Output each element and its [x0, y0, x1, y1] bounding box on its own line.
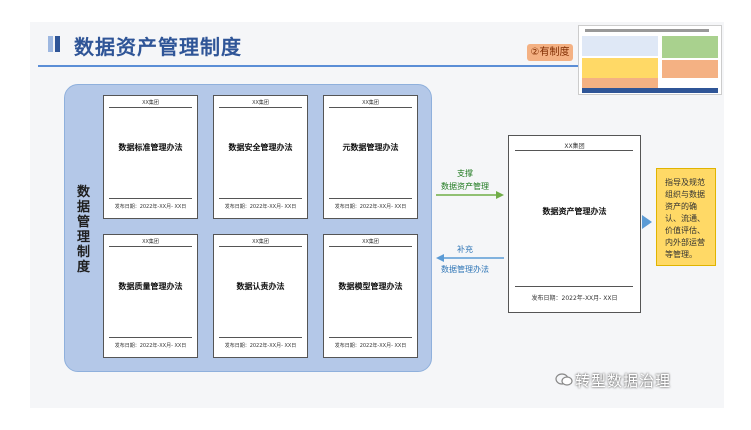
doc-org: XX集团: [362, 239, 379, 245]
wechat-icon: [555, 373, 573, 386]
doc-date: 发布日期：2022年-XX月- XX日: [531, 295, 618, 302]
supplement-label: 补充: [457, 245, 473, 254]
doc-org: XX集团: [362, 100, 379, 106]
page-title: 数据资产管理制度: [74, 35, 242, 59]
doc-org: XX集团: [142, 100, 159, 106]
title-divider: [38, 65, 644, 67]
doc-card: XX集团 数据模型管理办法 发布日期：2022年-XX月- XX日: [323, 234, 418, 358]
support-sublabel: 数据资产管理: [441, 182, 489, 191]
doc-org: XX集团: [142, 239, 159, 245]
thumbnail-preview: [578, 25, 722, 95]
left-arrow-icon: [436, 254, 504, 262]
slide: 数据资产管理制度 ②有制度 数据管理制度 XX集团 数据标准管理办法 发布日期：…: [30, 22, 724, 408]
doc-date: 发布日期：2022年-XX月- XX日: [224, 204, 297, 210]
doc-date: 发布日期：2022年-XX月- XX日: [114, 343, 187, 349]
doc-org: XX集团: [564, 143, 585, 150]
panel-label: 数据管理制度: [77, 185, 91, 275]
brand-watermark: 转型数据治理: [575, 372, 672, 390]
doc-title: 数据标准管理办法: [118, 143, 183, 152]
status-badge: ②有制度: [527, 44, 573, 61]
doc-title: 数据认责办法: [236, 282, 285, 291]
right-arrow-icon: [436, 191, 504, 199]
doc-card: XX集团 数据认责办法 发布日期：2022年-XX月- XX日: [213, 234, 308, 358]
doc-title: 元数据管理办法: [342, 143, 399, 152]
doc-org: XX集团: [252, 100, 269, 106]
doc-title: 数据质量管理办法: [118, 282, 183, 291]
doc-date: 发布日期：2022年-XX月- XX日: [114, 204, 187, 210]
main-doc-card: XX集团 数据资产管理办法 发布日期：2022年-XX月- XX日: [508, 135, 641, 313]
doc-card: XX集团 数据标准管理办法 发布日期：2022年-XX月- XX日: [103, 95, 198, 219]
doc-title: 数据模型管理办法: [338, 282, 403, 291]
doc-date: 发布日期：2022年-XX月- XX日: [334, 343, 407, 349]
support-label: 支撑: [457, 169, 473, 178]
doc-card: XX集团 数据安全管理办法 发布日期：2022年-XX月- XX日: [213, 95, 308, 219]
doc-date: 发布日期：2022年-XX月- XX日: [334, 204, 407, 210]
title-bars-icon: [48, 36, 62, 55]
supplement-sublabel: 数据管理办法: [441, 265, 489, 274]
doc-org: XX集团: [252, 239, 269, 245]
doc-card: XX集团 数据质量管理办法 发布日期：2022年-XX月- XX日: [103, 234, 198, 358]
doc-title: 数据资产管理办法: [542, 207, 607, 216]
doc-date: 发布日期：2022年-XX月- XX日: [224, 343, 297, 349]
description-note: 指导及规范组织与数据资产的确认、流通、价值评估、内外部运营等管理。: [656, 168, 716, 266]
management-system-panel: 数据管理制度 XX集团 数据标准管理办法 发布日期：2022年-XX月- XX日…: [64, 84, 432, 372]
doc-card: XX集团 元数据管理办法 发布日期：2022年-XX月- XX日: [323, 95, 418, 219]
pointer-arrow-icon: [642, 215, 652, 229]
doc-title: 数据安全管理办法: [228, 143, 293, 152]
